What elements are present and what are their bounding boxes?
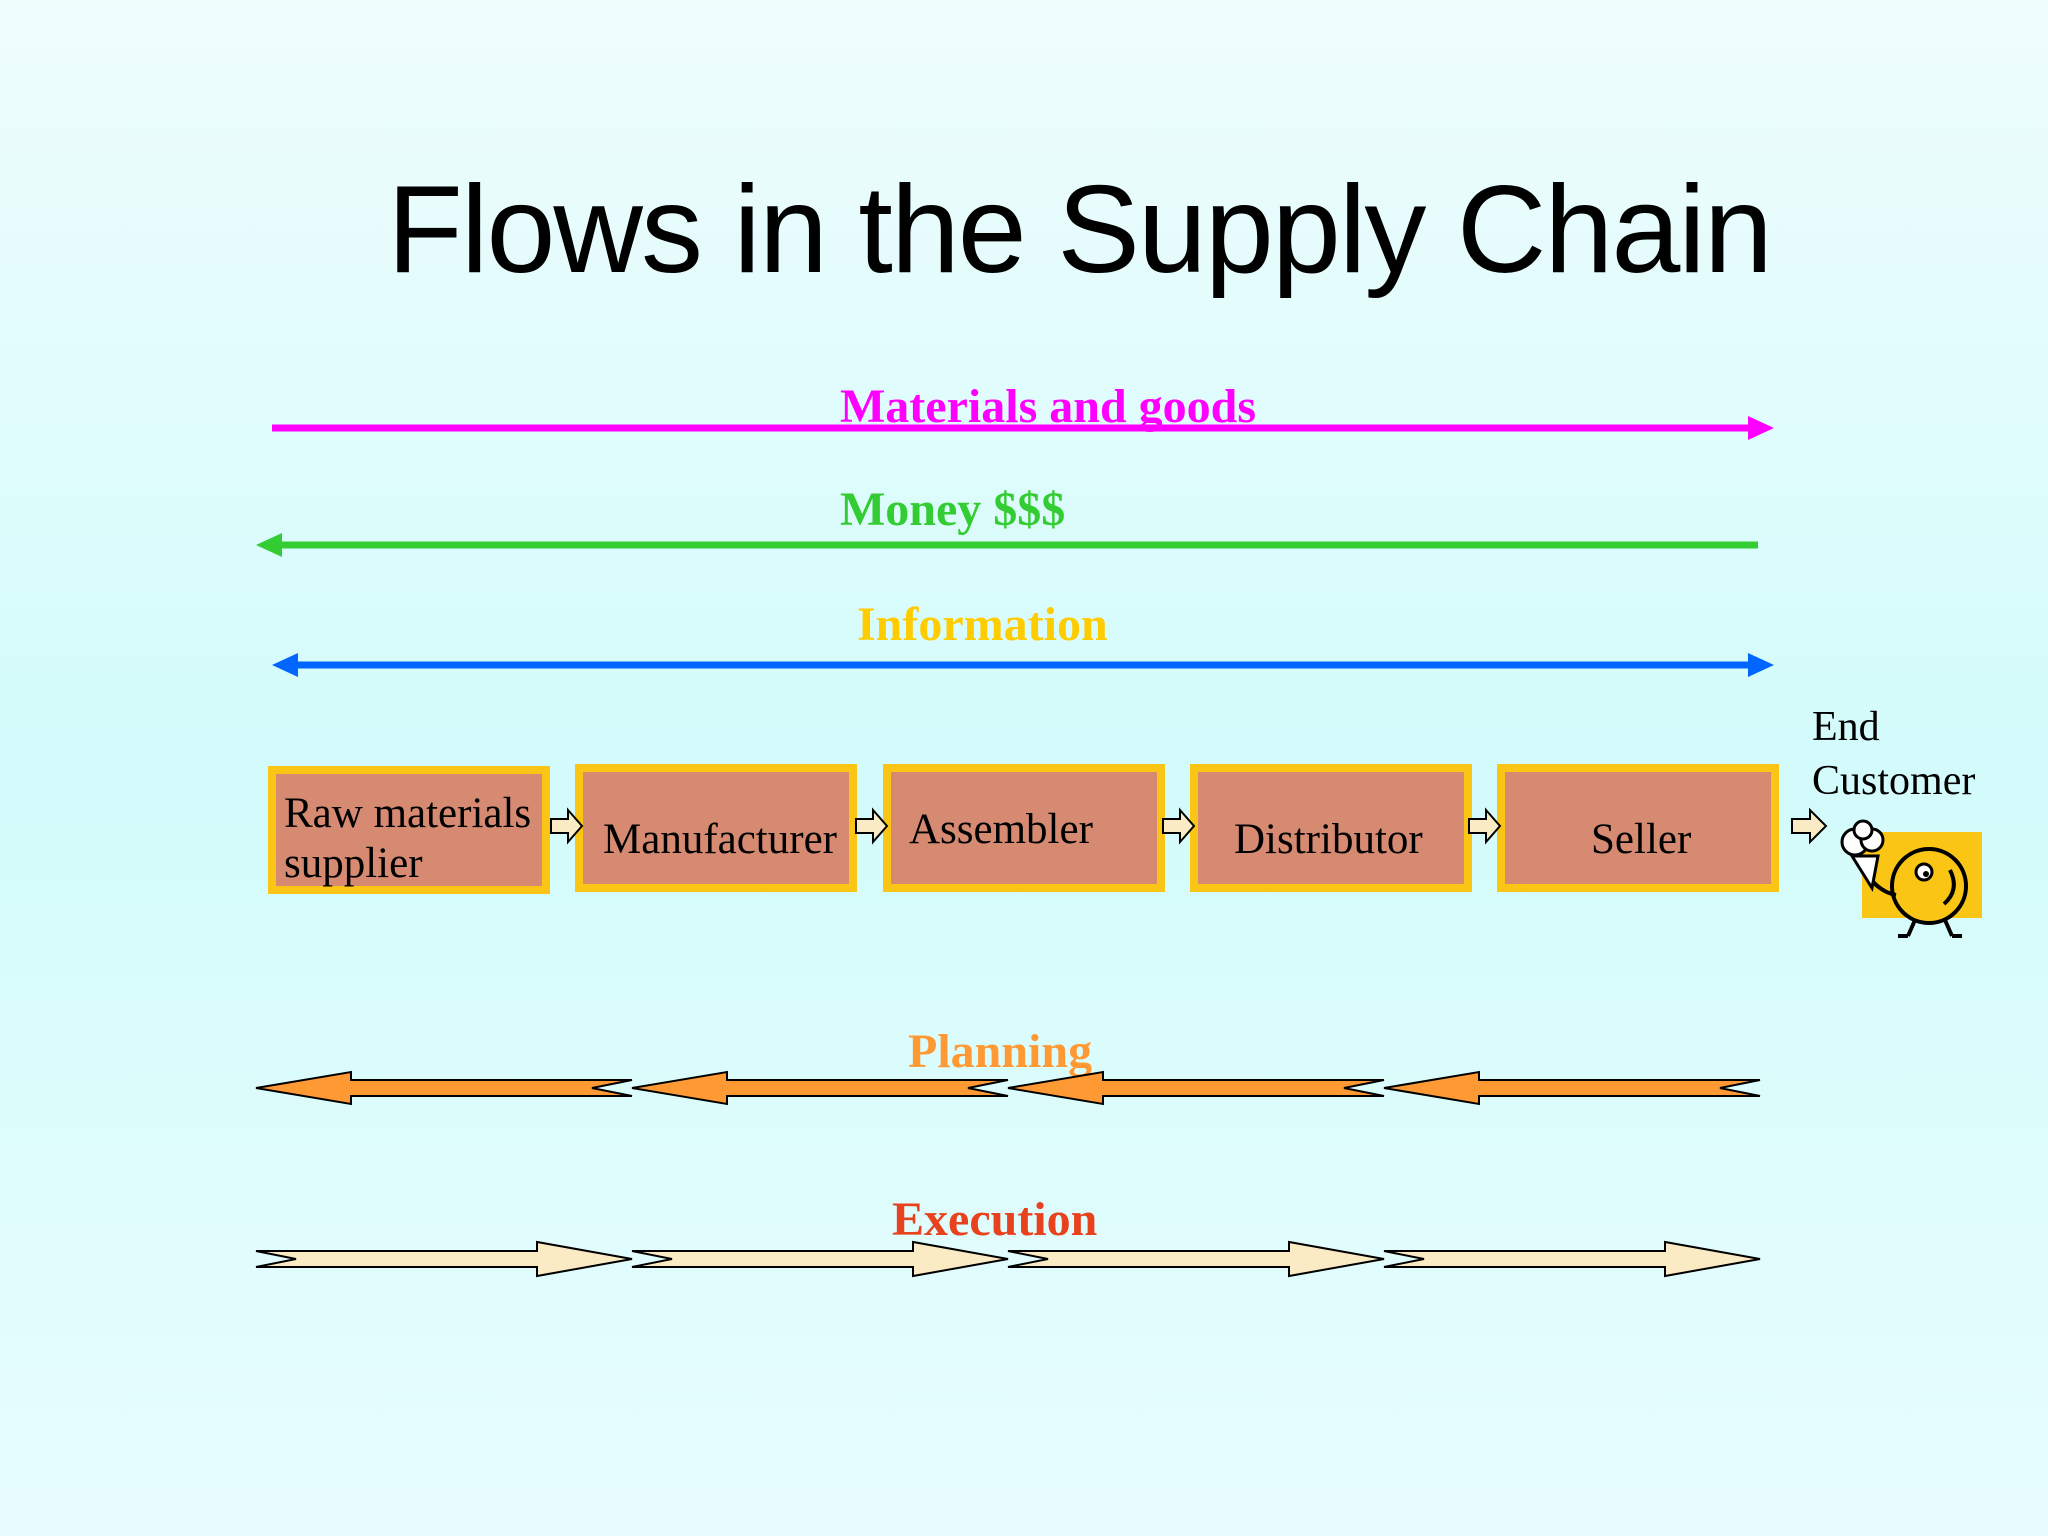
materials-flow-label: Materials and goods bbox=[840, 380, 1257, 433]
planning-arrow-segment bbox=[1007, 1070, 1385, 1106]
execution-arrow-segment bbox=[631, 1240, 1009, 1278]
money-flow-arrow bbox=[256, 533, 1758, 557]
planning-flow-label: Planning bbox=[908, 1025, 1093, 1078]
execution-arrow-segment bbox=[1383, 1240, 1761, 1278]
execution-flow-label: Execution bbox=[892, 1193, 1098, 1246]
information-flow-label: Information bbox=[857, 598, 1108, 651]
stage-seller: Seller bbox=[1497, 764, 1779, 892]
execution-flow-arrows bbox=[255, 1240, 1761, 1278]
execution-arrow-segment bbox=[255, 1240, 633, 1278]
stage-label: Manufacturer bbox=[603, 816, 837, 863]
planning-arrow-segment bbox=[255, 1070, 633, 1106]
slide-title: Flows in the Supply Chain bbox=[387, 161, 1773, 299]
planning-arrow-segment bbox=[631, 1070, 1009, 1106]
connector-arrow bbox=[1162, 807, 1196, 845]
stage-manufacturer: Manufacturer bbox=[575, 764, 857, 892]
connector-arrow bbox=[1791, 807, 1828, 845]
stage-assembler: Assembler bbox=[883, 764, 1165, 892]
materials-flow-arrow bbox=[272, 416, 1774, 440]
end-customer-line2: Customer bbox=[1812, 758, 1976, 804]
planning-flow-arrows bbox=[255, 1070, 1761, 1106]
execution-arrow-segment bbox=[1007, 1240, 1385, 1278]
stage-label-line1: Raw materials bbox=[284, 790, 532, 837]
stage-connector-arrows bbox=[550, 807, 1828, 845]
stage-label: Seller bbox=[1591, 816, 1692, 863]
stage-label: Distributor bbox=[1234, 816, 1423, 863]
connector-arrow bbox=[550, 807, 584, 845]
planning-arrow-segment bbox=[1383, 1070, 1761, 1106]
information-flow-arrow bbox=[272, 653, 1774, 677]
smiley-with-ice-cream-icon bbox=[1840, 819, 1982, 938]
stage-label: Assembler bbox=[909, 806, 1093, 853]
end-customer-label: End Customer bbox=[1812, 700, 1975, 808]
stage-raw-materials-supplier: Raw materials supplier bbox=[268, 766, 550, 894]
money-flow-label: Money $$$ bbox=[840, 483, 1066, 536]
connector-arrow bbox=[855, 807, 889, 845]
end-customer-line1: End bbox=[1812, 704, 1880, 750]
connector-arrow bbox=[1468, 807, 1502, 845]
stage-distributor: Distributor bbox=[1190, 764, 1472, 892]
stage-label-line2: supplier bbox=[284, 840, 423, 887]
